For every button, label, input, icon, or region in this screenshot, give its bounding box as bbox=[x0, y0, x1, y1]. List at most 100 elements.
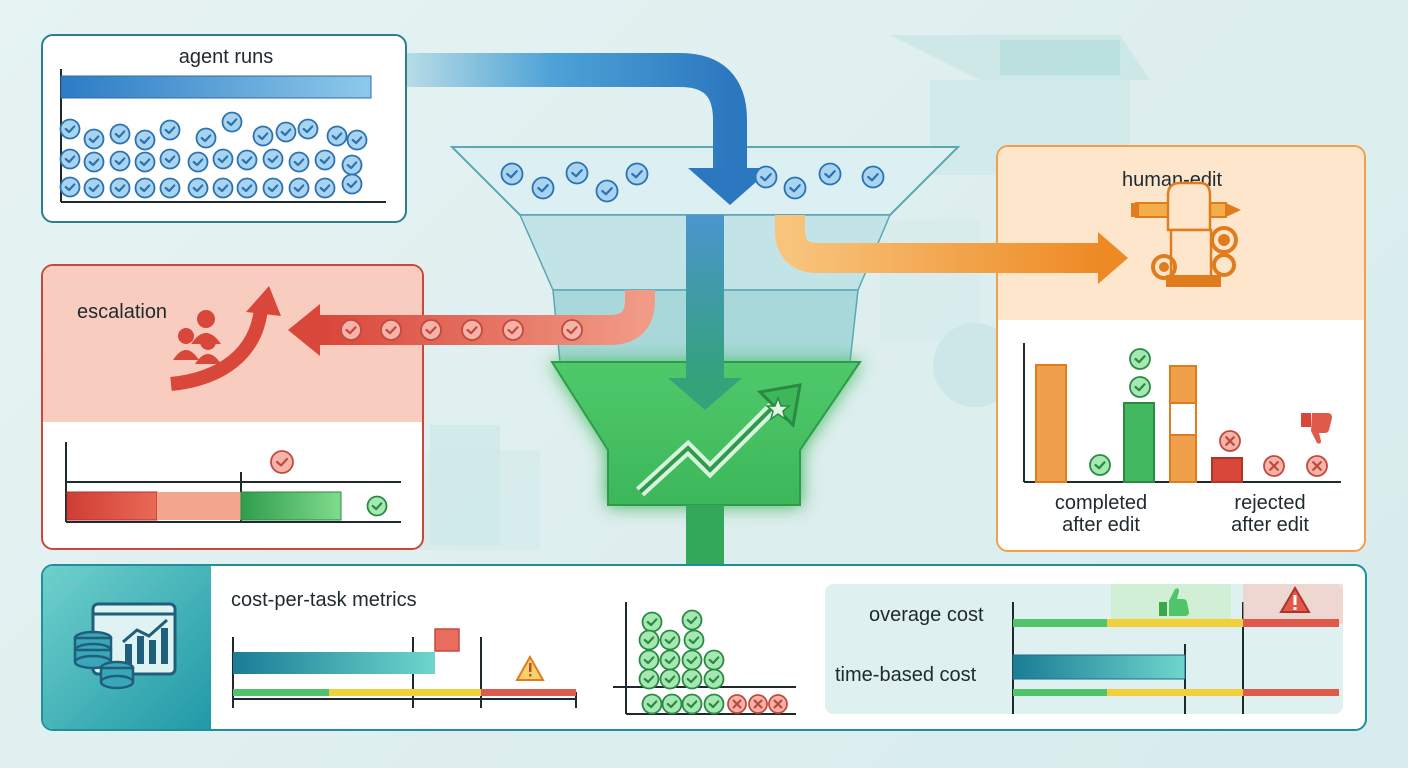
check-circle-icon bbox=[83, 128, 105, 150]
check-circle-icon bbox=[681, 649, 703, 671]
escalation-bar-red bbox=[66, 491, 158, 521]
green-down-arrow bbox=[686, 505, 724, 570]
warning-icon bbox=[515, 654, 545, 681]
completed-bar-orange bbox=[1035, 364, 1067, 483]
escalation-icons bbox=[270, 450, 388, 517]
check-circle-icon bbox=[212, 148, 234, 170]
check-circle-icon bbox=[314, 149, 336, 171]
database-chart-icon bbox=[73, 602, 177, 690]
check-circle-icon bbox=[109, 177, 131, 199]
check-circle-icon bbox=[326, 125, 348, 147]
escalation-bar-green bbox=[240, 491, 342, 521]
metrics-title: cost-per-task metrics bbox=[231, 589, 417, 611]
check-circle-icon bbox=[659, 649, 681, 671]
completed-after-edit-label: completed after edit bbox=[1054, 492, 1148, 536]
agent-runs-title: agent runs bbox=[178, 46, 274, 68]
escalation-bar-salmon bbox=[157, 492, 241, 520]
mixed-bar-orange-bottom bbox=[1169, 434, 1197, 483]
check-circle-icon bbox=[159, 177, 181, 199]
check-circle-icon bbox=[159, 148, 181, 170]
hand-pencil-icon bbox=[1131, 181, 1241, 287]
check-circle-icon bbox=[681, 693, 703, 715]
central-down-arrow bbox=[686, 215, 724, 380]
check-circle-icon bbox=[500, 162, 524, 186]
check-circle-icon bbox=[595, 179, 619, 203]
check-circle-icon bbox=[134, 177, 156, 199]
x-circle-icon bbox=[768, 694, 788, 714]
check-circle-icon bbox=[659, 629, 681, 651]
check-circle-icon bbox=[565, 161, 589, 185]
check-circle-icon bbox=[297, 118, 319, 140]
check-circle-icon bbox=[346, 129, 368, 151]
check-circle-icon bbox=[420, 319, 442, 341]
metrics-graphic bbox=[73, 584, 1343, 715]
thumbs-up-icon bbox=[1159, 588, 1189, 616]
check-circle-icon bbox=[341, 173, 363, 195]
check-circle-icon bbox=[262, 177, 284, 199]
check-circle-icon bbox=[683, 629, 705, 651]
check-circle-icon bbox=[236, 149, 258, 171]
check-circle-icon bbox=[380, 319, 402, 341]
check-circle-icon bbox=[641, 693, 663, 715]
check-circle-icon bbox=[83, 151, 105, 173]
check-circle-icon bbox=[262, 148, 284, 170]
metrics-panel: cost-per-task metrics overage cost time-… bbox=[41, 564, 1367, 731]
check-circle-icon bbox=[659, 668, 681, 690]
check-circle-icon bbox=[109, 150, 131, 172]
check-circle-icon bbox=[625, 162, 649, 186]
check-circle-icon bbox=[783, 176, 807, 200]
check-circle-icon bbox=[59, 148, 81, 170]
red-flow-arrow bbox=[320, 290, 655, 345]
check-circle-icon bbox=[159, 119, 181, 141]
check-circle-icon bbox=[531, 176, 555, 200]
check-circle-icon bbox=[59, 118, 81, 140]
mixed-bar-orange-top bbox=[1169, 365, 1197, 404]
check-circle-icon bbox=[703, 668, 725, 690]
check-circle-icon bbox=[861, 165, 885, 189]
x-circle-icon bbox=[748, 694, 768, 714]
human-edit-graphic bbox=[1023, 181, 1341, 483]
check-circle-icon bbox=[288, 177, 310, 199]
check-circle-icon bbox=[366, 495, 388, 517]
metrics-dot-icons bbox=[638, 609, 788, 715]
cost-flag-red bbox=[434, 628, 460, 652]
check-circle-icon bbox=[270, 450, 294, 474]
check-circle-icon bbox=[59, 176, 81, 198]
mixed-bar-white bbox=[1169, 402, 1197, 436]
time-based-cost-label: time-based cost bbox=[835, 664, 977, 686]
check-circle-icon bbox=[212, 177, 234, 199]
check-circle-icon bbox=[134, 151, 156, 173]
star-icon bbox=[764, 395, 792, 421]
human-edit-icons bbox=[1089, 348, 1328, 477]
blue-flow-arrow bbox=[407, 53, 747, 170]
check-circle-icon bbox=[340, 319, 362, 341]
x-circle-icon bbox=[1263, 455, 1285, 477]
check-circle-icon bbox=[134, 129, 156, 151]
check-circle-icon bbox=[754, 165, 778, 189]
check-circle-icon bbox=[818, 162, 842, 186]
agent-runs-panel: agent runs bbox=[41, 34, 407, 223]
x-circle-icon bbox=[1306, 455, 1328, 477]
x-circle-icon bbox=[727, 694, 747, 714]
check-circle-icon bbox=[221, 111, 243, 133]
agent-runs-chart bbox=[59, 69, 386, 203]
overage-cost-label: overage cost bbox=[869, 604, 984, 626]
escalation-graphic bbox=[65, 286, 401, 523]
check-circle-icon bbox=[275, 121, 297, 143]
check-circle-icon bbox=[638, 668, 660, 690]
time-cost-bar bbox=[1012, 654, 1186, 680]
check-circle-icon bbox=[1129, 376, 1151, 398]
human-edit-panel: human-edit completed after bbox=[996, 145, 1366, 552]
escalation-title: escalation bbox=[77, 301, 168, 323]
check-circle-icon bbox=[681, 668, 703, 690]
check-circle-icon bbox=[109, 123, 131, 145]
people-icon bbox=[173, 310, 221, 364]
escalation-panel: escalation bbox=[41, 264, 424, 550]
check-circle-icon bbox=[83, 177, 105, 199]
check-circle-icon bbox=[236, 177, 258, 199]
agent-runs-progress-bar bbox=[60, 75, 372, 99]
check-circle-icon bbox=[252, 125, 274, 147]
check-circle-icon bbox=[703, 693, 725, 715]
thumbs-down-icon bbox=[1301, 413, 1332, 444]
